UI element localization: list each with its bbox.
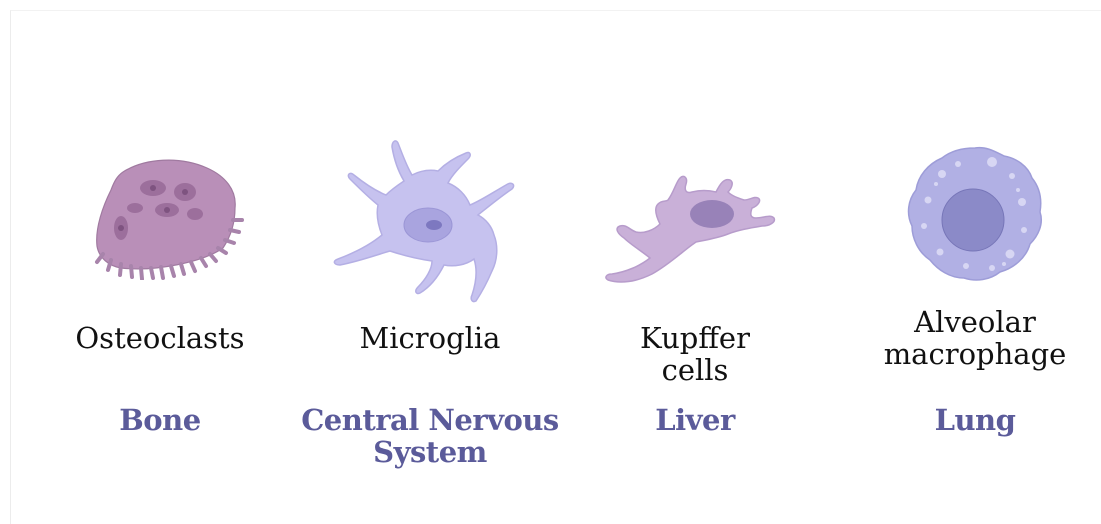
cell-name-kupffer-cells: Kupffer cells <box>585 322 805 386</box>
cell-name-microglia: Microglia <box>300 322 560 354</box>
location-central-nervous-system: Central Nervous System <box>300 404 560 468</box>
cell-column-alveolar-macrophage: Alveolar macrophage Lung <box>855 0 1095 524</box>
microglia-icon <box>320 135 530 305</box>
location-lung: Lung <box>855 404 1095 436</box>
kupffer-cell-icon <box>600 170 790 290</box>
osteoclast-icon <box>85 150 245 280</box>
cell-name-alveolar-macrophage: Alveolar macrophage <box>855 306 1095 370</box>
cell-column-kupffer: Kupffer cells Liver <box>585 0 805 524</box>
alveolar-macrophage-icon <box>900 140 1050 290</box>
location-bone: Bone <box>60 404 260 436</box>
cell-name-osteoclasts: Osteoclasts <box>60 322 260 354</box>
cell-column-microglia: Microglia Central Nervous System <box>300 0 560 524</box>
location-liver: Liver <box>585 404 805 436</box>
cell-column-osteoclasts: Osteoclasts Bone <box>60 0 260 524</box>
